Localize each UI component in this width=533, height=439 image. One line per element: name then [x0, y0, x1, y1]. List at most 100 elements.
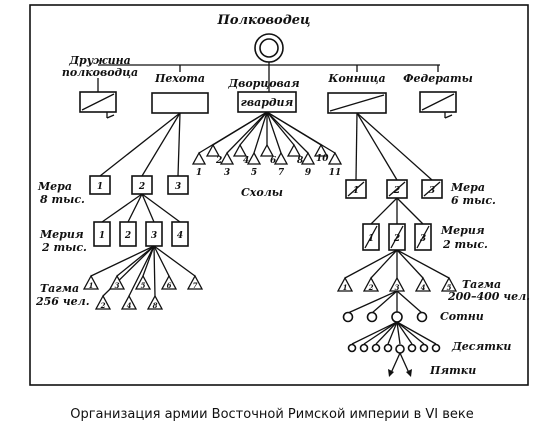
infantry-tagma-triangle [120, 294, 138, 310]
konnitsa-label: Конница [327, 72, 385, 85]
cavalry-box-slash [347, 181, 365, 197]
infantry-meria-number: 1 [99, 231, 105, 241]
infantry-tagma-number: 2 [100, 301, 106, 310]
infantry-tagma-number: 3 [115, 281, 120, 290]
desyatok-circle [359, 343, 369, 353]
scholae-triangles [191, 143, 343, 165]
cavalry-desyatki-links [351, 321, 437, 345]
cavalry-tagma-links [344, 249, 450, 279]
infantry-tagma-number: 8 [153, 301, 158, 310]
pyatka-arrow-left [390, 352, 401, 374]
infantry-tagma-label-1: Тагма [40, 282, 79, 295]
pyatka-arrowhead-left [388, 369, 394, 377]
cavalry-mera-number: 1 [353, 186, 359, 196]
schola-number: 9 [305, 168, 312, 178]
schola-number: 10 [316, 154, 329, 164]
cavalry-tagma-triangle [440, 276, 458, 292]
desyatok-circle [395, 344, 405, 354]
cavalry-mera-number: 3 [429, 186, 435, 196]
infantry-tagma-triangle [134, 274, 152, 290]
infantry-tagma-links [90, 245, 196, 297]
desyatki-label: Десятки [451, 340, 511, 353]
infantry-meria-label-2: 2 тыс. [41, 241, 87, 254]
guard-label-1: Дворцовая [227, 77, 300, 90]
schola-number: 3 [224, 168, 230, 178]
druzhina-label-2: полководца [62, 66, 138, 79]
cavalry-meria-number: 3 [420, 234, 426, 244]
sotnya-circle [416, 311, 428, 323]
infantry-mera-box [89, 175, 111, 195]
cavalry-tagma-label-2: 200–400 чел. [447, 290, 530, 303]
cavalry-tagma-number: 4 [421, 283, 426, 292]
cavalry-meria-number: 2 [393, 234, 400, 244]
figure-caption: Организация армии Восточной Римской импе… [70, 407, 474, 422]
infantry-meria-box [171, 221, 189, 247]
schola-number: 8 [297, 156, 304, 166]
infantry-meria-number: 3 [151, 231, 157, 241]
cavalry-tagma-label-1: Тагма [462, 278, 501, 291]
cavalry-tagma-triangle [414, 276, 432, 292]
druzhina-label-1: Дружина [68, 54, 131, 67]
sotni-label: Сотни [440, 310, 484, 323]
schola-triangle [273, 151, 289, 165]
infantry-meria-links [101, 193, 181, 223]
scholae-label: Схолы [241, 186, 283, 199]
federaty-flag [444, 114, 453, 119]
schola-number: 4 [243, 156, 249, 166]
desyatki-circles [347, 343, 441, 354]
schola-triangle [327, 151, 343, 165]
cavalry-box-slash [390, 225, 404, 249]
infantry-tagma-triangle [82, 274, 100, 290]
scholae-fan [198, 111, 336, 154]
cavalry-meria-links [370, 197, 424, 225]
infantry-meria-label-1: Мерия [39, 228, 84, 241]
cavalry-meria-label-2: 2 тыс. [442, 238, 488, 251]
cavalry-box-slash [416, 225, 430, 249]
cavalry-meria-label-1: Мерия [440, 224, 485, 237]
desyatok-circle [419, 343, 429, 353]
infantry-mera-number: 1 [97, 182, 103, 192]
schola-triangle [246, 151, 262, 165]
cavalry-box-slash [423, 181, 441, 197]
cavalry-tagma-number: 1 [343, 283, 348, 292]
schola-triangle [259, 143, 275, 157]
federaty-label: Федераты [403, 72, 473, 85]
cavalry-mera-label-2: 6 тыс. [451, 194, 496, 207]
schola-number: 6 [270, 156, 277, 166]
pyatki-label: Пятки [429, 364, 476, 377]
infantry-mera-label-2: 8 тыс. [40, 193, 85, 206]
infantry-tagma-triangle [146, 294, 164, 310]
schola-number: 2 [215, 156, 222, 166]
infantry-tagma-number: 7 [193, 281, 198, 290]
cavalry-mera-number: 2 [393, 186, 400, 196]
infantry-meria-number: 4 [177, 231, 183, 241]
desyatok-circle [347, 343, 357, 353]
desyatok-circle [431, 343, 441, 353]
desyatok-circle [407, 343, 417, 353]
schola-triangle [286, 143, 302, 157]
desyatok-circle [371, 343, 381, 353]
sotnya-circle [366, 311, 378, 323]
infantry-mera-number: 3 [175, 182, 181, 192]
schola-triangle [191, 151, 207, 165]
infantry-tagma-label-2: 256 чел. [35, 295, 90, 308]
cavalry-tagma-triangle [336, 276, 354, 292]
desyatok-circle [383, 343, 393, 353]
infantry-tagma-number: 1 [89, 281, 94, 290]
infantry-mera-label-1: Мера [37, 180, 72, 193]
schola-triangle [219, 151, 235, 165]
infantry-mera-links [99, 112, 181, 177]
schola-triangle [300, 151, 316, 165]
commander-symbol-inner [259, 38, 279, 58]
infantry-tagma-triangle [108, 274, 126, 290]
pekhota-box [151, 92, 209, 114]
schola-number: 11 [329, 168, 342, 178]
guard-label-2: гвардия [241, 96, 294, 109]
infantry-tagma-number: 6 [167, 281, 172, 290]
commander-title: Полководец [217, 13, 311, 28]
infantry-meria-number: 2 [124, 231, 131, 241]
pekhota-label: Пехота [154, 72, 205, 85]
cavalry-sotni-links [347, 290, 423, 314]
sotnya-circle [342, 311, 354, 323]
